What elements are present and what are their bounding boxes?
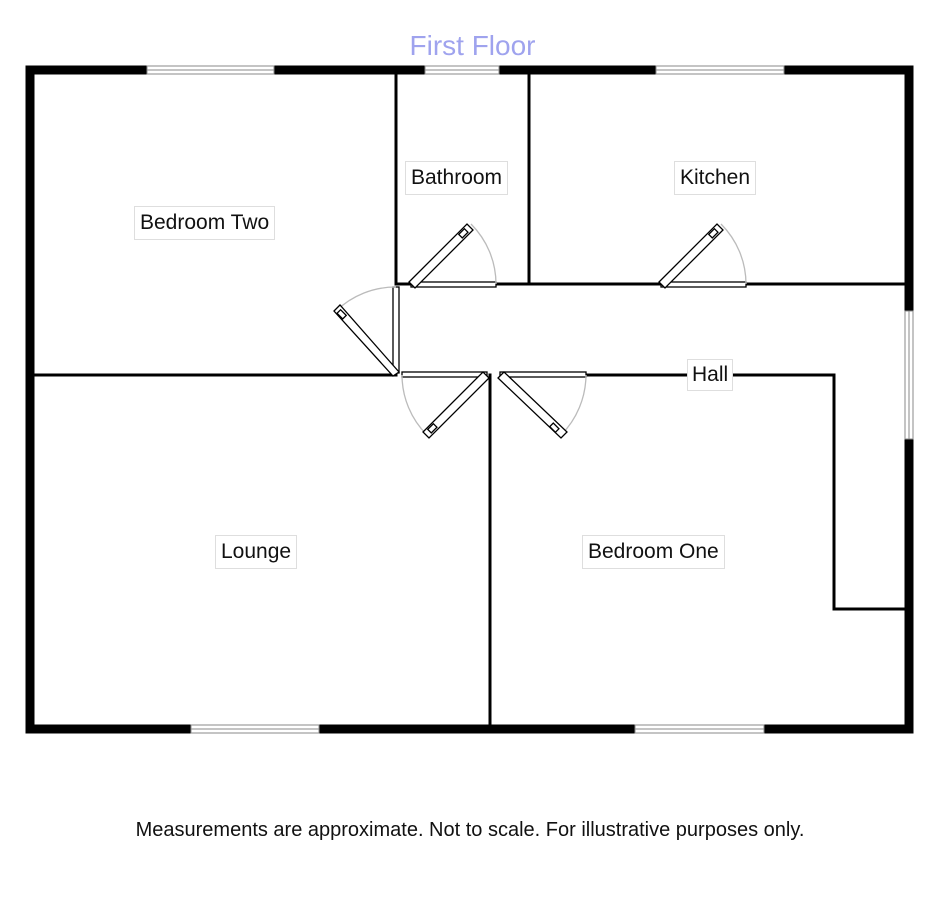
- window-bedroom-one: [634, 724, 765, 734]
- window-kitchen: [655, 65, 785, 75]
- room-label-bedroom-one: Bedroom One: [582, 535, 725, 569]
- doors: [333, 223, 747, 439]
- window-bathroom: [424, 65, 500, 75]
- window-hall: [904, 310, 914, 440]
- door-bedroom-one: [497, 371, 587, 439]
- room-label-kitchen: Kitchen: [674, 161, 757, 195]
- disclaimer-footnote: Measurements are approximate. Not to sca…: [135, 819, 805, 841]
- door-kitchen: [658, 223, 747, 289]
- door-bathroom: [408, 223, 497, 289]
- window-lounge: [190, 724, 320, 734]
- room-label-hall: Hall: [687, 359, 734, 391]
- door-lounge: [401, 371, 490, 439]
- room-label-bedroom-two: Bedroom Two: [134, 206, 276, 240]
- floor-title: First Floor: [409, 30, 536, 61]
- interior-walls: [32, 72, 907, 727]
- room-label-lounge: Lounge: [215, 535, 298, 569]
- windows: [146, 65, 914, 734]
- window-bedroom-two: [146, 65, 275, 75]
- room-label-bathroom: Bathroom: [405, 161, 509, 195]
- door-bedroom-two: [333, 286, 400, 377]
